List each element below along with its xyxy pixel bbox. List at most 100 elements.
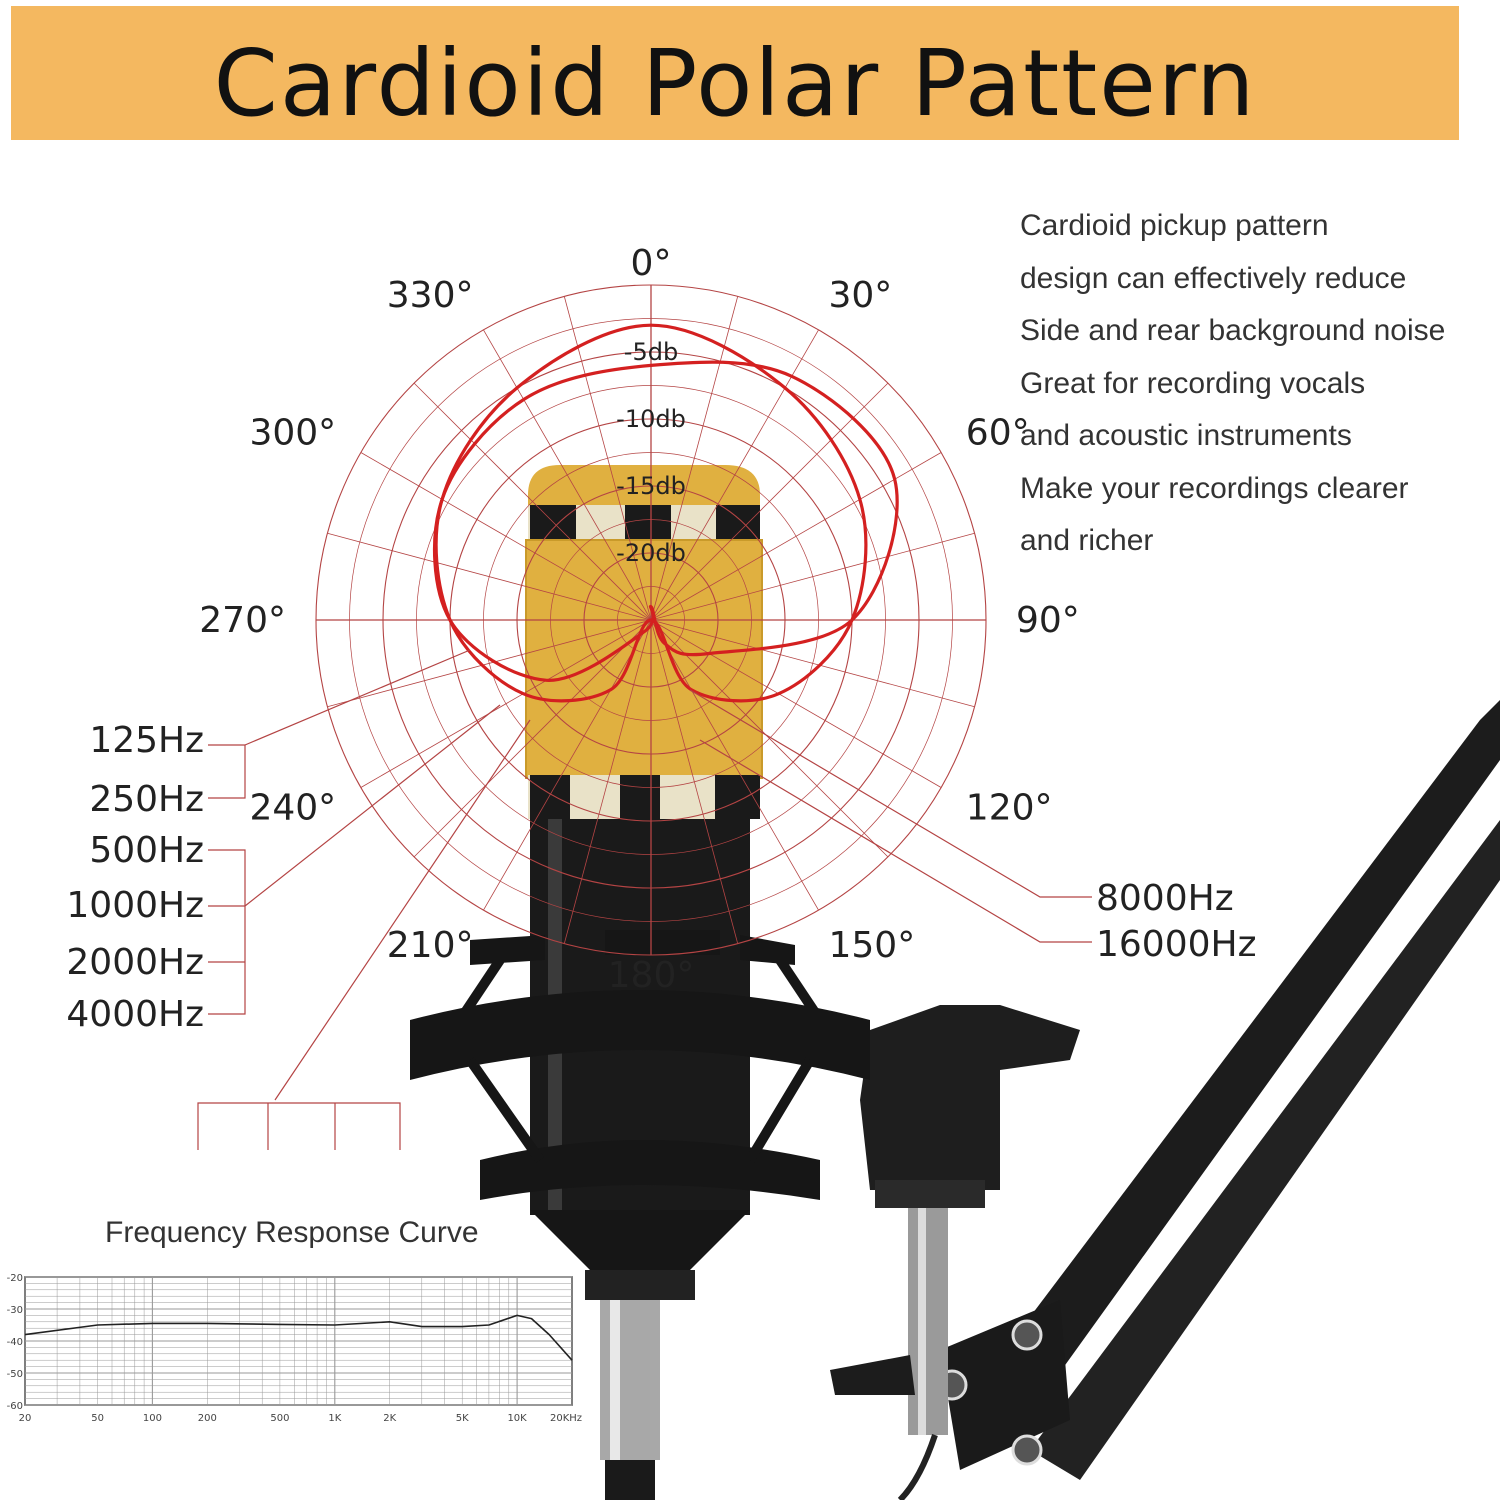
angle-label-0: 0° <box>631 243 672 284</box>
boom-arm-lower <box>1030 820 1500 1480</box>
polar-ray <box>650 619 942 788</box>
angle-label-60: 60° <box>966 413 1030 454</box>
frc-x-tick: 10K <box>507 1413 527 1424</box>
polar-ray <box>650 296 739 621</box>
polar-ray <box>563 296 652 621</box>
shock-mount-illustration <box>410 930 870 1200</box>
frc-x-tick: 20 <box>19 1413 32 1424</box>
leader-125 <box>244 649 471 746</box>
boom-screw-3 <box>1011 1434 1043 1466</box>
title-banner: Cardioid Polar Pattern <box>11 6 1459 140</box>
freq-legend-8000Hz: 8000Hz <box>1096 878 1234 919</box>
frc-x-tick: 2K <box>383 1413 396 1424</box>
shock-mount-clip-3 <box>740 935 795 965</box>
angle-label-180: 180° <box>608 955 695 996</box>
angle-label-210: 210° <box>387 925 474 966</box>
band-top-dark-2 <box>625 505 671 543</box>
leader-8000 <box>689 689 1092 898</box>
freq-legend-500Hz: 500Hz <box>89 830 204 871</box>
polar-series-8000Hz <box>432 360 899 682</box>
angle-label-90: 90° <box>1016 600 1080 641</box>
frc-y-tick: -20 <box>7 1273 23 1284</box>
shock-mount-strut-2 <box>745 1057 815 1163</box>
polar-ray <box>650 452 942 621</box>
angle-label-150: 150° <box>829 925 916 966</box>
frc-x-tick: 100 <box>143 1413 162 1424</box>
db-ring-label: -5db <box>624 338 678 366</box>
frc-x-tick: 1K <box>328 1413 341 1424</box>
desc-line-7: and richer <box>1020 524 1154 557</box>
desc-line-5: and acoustic instruments <box>1020 419 1352 452</box>
boom-arm-illustration <box>830 700 1500 1500</box>
desc-line-3: Side and rear background noise <box>1020 314 1446 347</box>
leader-low <box>274 719 531 1101</box>
desc-line-6: Make your recordings clearer <box>1020 471 1409 505</box>
band-top-dark-3 <box>716 505 760 543</box>
freq-legend-1000Hz: 1000Hz <box>66 885 204 926</box>
boom-cable <box>897 1434 938 1500</box>
polar-ray <box>413 382 652 621</box>
polar-ray <box>483 619 652 911</box>
band-bottom-dark-1 <box>530 775 570 819</box>
shock-mount-strut-1 <box>465 1057 545 1163</box>
freq-legend-4000Hz: 4000Hz <box>66 994 204 1035</box>
bracket-500-4000 <box>208 849 246 1015</box>
polar-ray <box>483 329 652 621</box>
leader-500 <box>244 704 501 907</box>
boom-post-highlight <box>918 1205 926 1435</box>
polar-ray <box>360 452 652 621</box>
mount-clamp <box>860 1005 1080 1190</box>
boom-knob <box>830 1355 915 1395</box>
angle-label-120: 120° <box>966 788 1053 829</box>
desc-line-2: design can effectively reduce <box>1020 261 1407 295</box>
shock-mount-top-ring <box>410 990 870 1080</box>
polar-ray <box>413 619 652 858</box>
freq-legend-labels: 125Hz 250Hz 500Hz 1000Hz 2000Hz 4000Hz 8000Hz 1… <box>66 720 1256 1035</box>
polar-rays <box>316 285 986 955</box>
bracket-bottom <box>197 1102 401 1150</box>
polar-ray <box>650 619 819 911</box>
band-bottom-dark-3 <box>715 775 760 819</box>
boom-arm-upper <box>990 700 1500 1400</box>
angle-label-300: 300° <box>249 413 336 454</box>
desc-line-1: Cardioid pickup pattern <box>1020 209 1329 242</box>
frc-y-tick: -30 <box>7 1305 23 1316</box>
mount-clamp-base <box>875 1180 985 1208</box>
bracket-125-250 <box>208 744 246 799</box>
mic-tail <box>530 1210 750 1270</box>
angle-label-240: 240° <box>249 788 336 829</box>
band-bottom-dark-2 <box>620 775 660 819</box>
db-ring-labels: -5db-10db-15db-20db <box>616 338 686 567</box>
mic-grille-cap <box>528 465 760 505</box>
freq-legend-250Hz: 250Hz <box>89 779 204 820</box>
boom-screw-1 <box>1011 1319 1043 1351</box>
frc-y-tick: -50 <box>7 1369 23 1380</box>
frc-x-tick: 5K <box>456 1413 469 1424</box>
angle-label-330: 330° <box>387 275 474 316</box>
shock-mount-clip-1 <box>470 935 545 965</box>
mic-grille-mesh <box>526 540 762 778</box>
band-top-dark-1 <box>530 505 576 543</box>
leader-16000 <box>699 739 1092 943</box>
polar-pattern-curves <box>432 323 899 703</box>
frc-y-tick: -60 <box>7 1401 23 1412</box>
shock-mount-bottom-ring <box>480 1140 820 1200</box>
polar-ray <box>650 619 739 944</box>
freq-legend-2000Hz: 2000Hz <box>66 942 204 983</box>
polar-ray <box>650 619 975 708</box>
db-ring-label: -10db <box>616 405 686 433</box>
db-ring-label: -15db <box>616 472 686 500</box>
polar-ray <box>650 382 889 621</box>
frc-x-tick: 500 <box>270 1413 289 1424</box>
polar-ray <box>327 619 652 708</box>
boom-post <box>908 1205 948 1435</box>
xlr-plug-highlight <box>610 1300 620 1460</box>
frc-title: Frequency Response Curve <box>105 1216 479 1249</box>
frc-curve <box>24 1314 573 1361</box>
freq-legend-125Hz: 125Hz <box>89 720 204 761</box>
xlr-plug <box>600 1300 660 1460</box>
polar-ray <box>650 329 819 621</box>
